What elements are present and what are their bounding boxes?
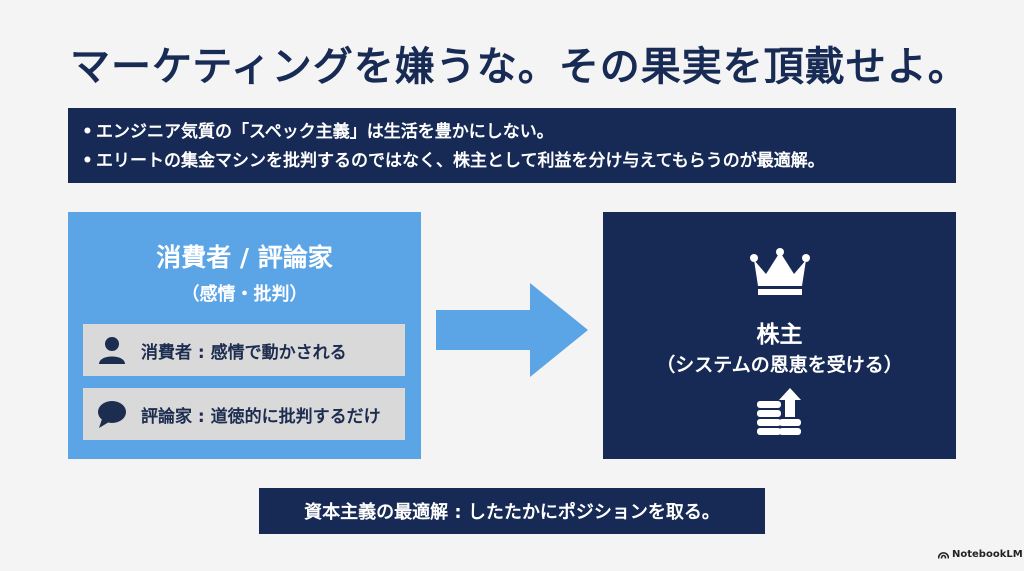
bullet-item: •エンジニア気質の「スペック主義」は生活を豊かにしない。 [82,118,942,147]
coins-up-arrow-icon [757,388,801,435]
bullet-text: エリートの集金マシンを批判するのではなく、株主として利益を分け与えてもらうのが最… [96,151,825,171]
shareholder-panel: 株主 （システムの恩恵を受ける） [603,212,956,459]
person-icon [99,337,125,364]
right-panel-subtitle: （システムの恩恵を受ける） [656,354,903,376]
left-panel-subtitle: （感情・批判） [181,284,308,305]
critic-label: 評論家 : 道徳的に批判するだけ [141,406,381,427]
bottom-banner: 資本主義の最適解 : したたかにポジションを取る。 [259,488,765,534]
bullet-item: •エリートの集金マシンを批判するのではなく、株主として利益を分け与えてもらうのが… [82,147,942,176]
notebooklm-logo-icon [938,552,949,559]
bullet-marker: • [82,151,93,171]
right-arrow-icon [436,283,588,377]
speech-bubble-icon [98,401,126,428]
consumer-label: 消費者 : 感情で動かされる [141,342,347,363]
bullet-marker: • [82,122,93,142]
left-panel-title: 消費者 / 評論家 [156,243,333,272]
consumer-chip: 消費者 : 感情で動かされる [83,324,405,376]
critic-chip: 評論家 : 道徳的に批判するだけ [83,388,405,440]
brand-label: NotebookLM [952,549,1023,560]
right-panel-title: 株主 [756,322,803,348]
page-title: マーケティングを嫌うな。その果実を頂戴せよ。 [70,44,969,90]
crown-icon [750,248,810,295]
bullet-box: •エンジニア気質の「スペック主義」は生活を豊かにしない。 •エリートの集金マシン… [68,108,956,183]
brand-watermark: NotebookLM [938,549,1023,560]
consumer-critic-panel: 消費者 / 評論家 （感情・批判） 消費者 : 感情で動かされる 評論家 : 道… [68,212,421,459]
bullet-text: エンジニア気質の「スペック主義」は生活を豊かにしない。 [96,122,554,142]
